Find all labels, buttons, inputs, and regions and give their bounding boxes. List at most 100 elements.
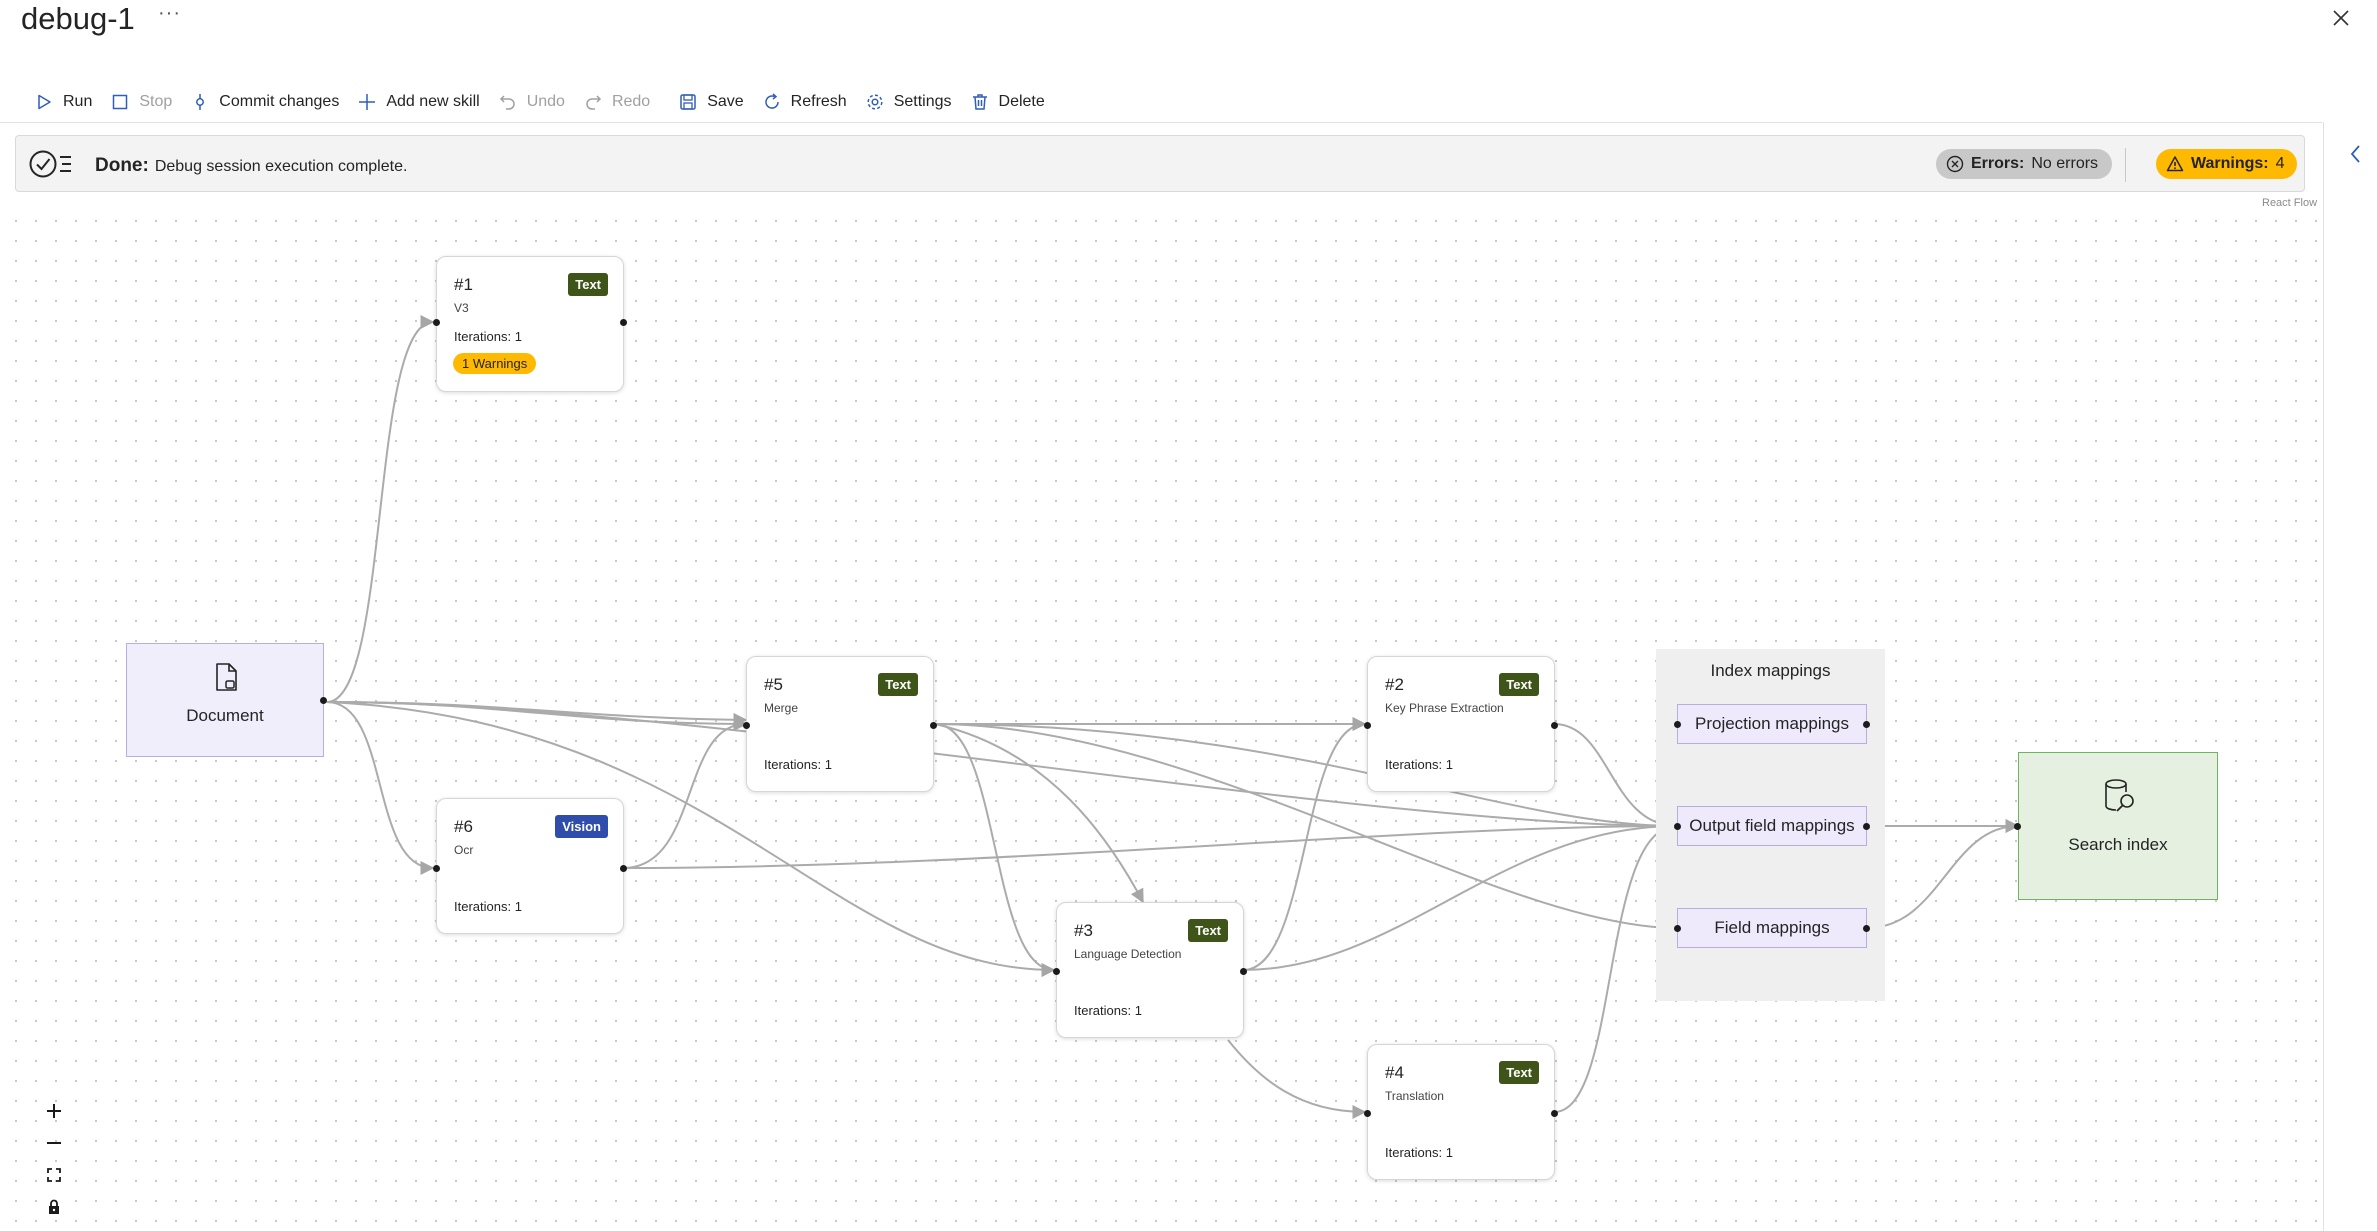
side-panel-border bbox=[2323, 122, 2324, 1231]
toolbar: Run Stop Commit changes Add new skill Un… bbox=[25, 84, 1054, 120]
node-handle[interactable] bbox=[620, 865, 627, 872]
warning-icon bbox=[2166, 156, 2184, 172]
node-handle[interactable] bbox=[433, 319, 440, 326]
search-index-label: Search index bbox=[2068, 835, 2168, 854]
gear-icon bbox=[865, 92, 885, 112]
close-button[interactable] bbox=[2327, 4, 2355, 32]
minus-icon bbox=[47, 1142, 61, 1144]
errors-label: Errors: bbox=[1971, 155, 2025, 172]
node-handle[interactable] bbox=[1053, 968, 1060, 975]
node-handle[interactable] bbox=[1674, 721, 1681, 728]
skill-node-5[interactable]: #5 Text Merge Iterations: 1 bbox=[743, 656, 937, 792]
node-handle[interactable] bbox=[743, 722, 750, 729]
skill-node-3[interactable]: #3 Text Language Detection Iterations: 1 bbox=[1053, 902, 1247, 1038]
skill-name: Key Phrase Extraction bbox=[1385, 701, 1504, 715]
stop-button[interactable]: Stop bbox=[101, 84, 181, 120]
node-handle[interactable] bbox=[1863, 925, 1870, 932]
more-options-button[interactable]: ··· bbox=[158, 2, 181, 24]
skill-number: #2 bbox=[1385, 675, 1404, 694]
stop-label: Stop bbox=[139, 93, 173, 110]
warnings-badge[interactable]: Warnings: 4 bbox=[2156, 149, 2297, 179]
output-field-mappings-node[interactable]: Output field mappings bbox=[1674, 806, 1870, 846]
node-handle[interactable] bbox=[1674, 823, 1681, 830]
undo-label: Undo bbox=[526, 93, 565, 110]
redo-button[interactable]: Redo bbox=[574, 84, 659, 120]
fit-view-icon bbox=[47, 1168, 61, 1182]
zoom-out-button[interactable] bbox=[38, 1127, 70, 1159]
node-handle[interactable] bbox=[930, 722, 937, 729]
error-circle-icon bbox=[1946, 155, 1964, 173]
index-mappings-title: Index mappings bbox=[1710, 661, 1831, 680]
run-button[interactable]: Run bbox=[25, 84, 101, 120]
document-label: Document bbox=[186, 706, 264, 725]
skill-number: #4 bbox=[1385, 1063, 1404, 1082]
expand-panel-button[interactable] bbox=[2344, 140, 2368, 168]
node-handle[interactable] bbox=[2014, 823, 2021, 830]
fit-view-button[interactable] bbox=[38, 1159, 70, 1191]
skill-number: #5 bbox=[764, 675, 783, 694]
search-index-node[interactable]: Search index bbox=[2014, 752, 2218, 900]
undo-button[interactable]: Undo bbox=[489, 84, 574, 120]
skill-number: #6 bbox=[454, 817, 473, 836]
redo-icon bbox=[583, 92, 603, 112]
node-handle[interactable] bbox=[1674, 925, 1681, 932]
play-icon bbox=[34, 92, 54, 112]
status-state: Done: bbox=[95, 155, 149, 176]
node-handle[interactable] bbox=[1364, 722, 1371, 729]
zoom-in-button[interactable] bbox=[38, 1095, 70, 1127]
node-handle[interactable] bbox=[433, 865, 440, 872]
commit-label: Commit changes bbox=[219, 93, 340, 110]
delete-button[interactable]: Delete bbox=[961, 84, 1054, 120]
commit-changes-button[interactable]: Commit changes bbox=[181, 84, 348, 120]
status-bar: Done:Debug session execution complete. E… bbox=[15, 135, 2305, 192]
skill-name: Language Detection bbox=[1074, 947, 1182, 961]
refresh-button[interactable]: Refresh bbox=[753, 84, 856, 120]
save-button[interactable]: Save bbox=[669, 84, 752, 120]
projection-mappings-node[interactable]: Projection mappings bbox=[1674, 704, 1870, 744]
skill-number: #1 bbox=[454, 275, 473, 294]
skill-type-badge: Vision bbox=[555, 815, 608, 838]
skill-type-badge: Text bbox=[878, 673, 918, 696]
field-mappings-node[interactable]: Field mappings bbox=[1674, 908, 1870, 948]
node-handle[interactable] bbox=[1551, 1110, 1558, 1117]
plus-icon bbox=[47, 1104, 61, 1118]
close-icon bbox=[2333, 10, 2349, 26]
plus-icon bbox=[357, 92, 377, 112]
skill-node-4[interactable]: #4 Text Translation Iterations: 1 bbox=[1364, 1044, 1558, 1180]
add-new-skill-button[interactable]: Add new skill bbox=[348, 84, 488, 120]
node-handle[interactable] bbox=[1364, 1110, 1371, 1117]
trash-icon bbox=[970, 92, 990, 112]
node-handle[interactable] bbox=[1551, 722, 1558, 729]
page-title: debug-1 bbox=[21, 1, 135, 36]
lock-icon bbox=[49, 1199, 59, 1214]
commit-icon bbox=[190, 92, 210, 112]
save-label: Save bbox=[707, 93, 744, 110]
skill-name: Merge bbox=[764, 701, 799, 715]
errors-badge[interactable]: Errors: No errors bbox=[1936, 149, 2113, 179]
status-separator bbox=[2125, 148, 2126, 182]
execution-complete-icon bbox=[28, 147, 74, 181]
skill-iterations: Iterations: 1 bbox=[1385, 757, 1453, 772]
node-handle[interactable] bbox=[320, 697, 327, 704]
node-handle[interactable] bbox=[1240, 968, 1247, 975]
settings-button[interactable]: Settings bbox=[856, 84, 961, 120]
skill-type-badge: Text bbox=[1499, 1061, 1539, 1084]
run-label: Run bbox=[63, 93, 93, 110]
document-node[interactable]: Document bbox=[126, 643, 327, 757]
lock-button[interactable] bbox=[38, 1191, 70, 1223]
skill-node-1[interactable]: #1 Text V3 Iterations: 1 1 Warnings bbox=[433, 256, 627, 392]
database-search-icon bbox=[2105, 779, 2134, 812]
toolbar-divider bbox=[0, 122, 2322, 123]
skillset-canvas[interactable] bbox=[0, 205, 2322, 1231]
skill-iterations: Iterations: 1 bbox=[764, 757, 832, 772]
skill-node-6[interactable]: #6 Vision Ocr Iterations: 1 bbox=[433, 798, 627, 934]
skill-name: Ocr bbox=[454, 843, 474, 857]
chevron-left-icon bbox=[2350, 145, 2360, 163]
skill-warnings-badge[interactable]: 1 Warnings bbox=[453, 353, 537, 374]
node-handle[interactable] bbox=[1863, 721, 1870, 728]
node-handle[interactable] bbox=[1863, 823, 1870, 830]
node-handle[interactable] bbox=[620, 319, 627, 326]
skill-node-2[interactable]: #2 Text Key Phrase Extraction Iterations… bbox=[1364, 656, 1558, 792]
errors-value: No errors bbox=[2031, 155, 2099, 172]
output-field-mappings-label: Output field mappings bbox=[1689, 816, 1855, 835]
